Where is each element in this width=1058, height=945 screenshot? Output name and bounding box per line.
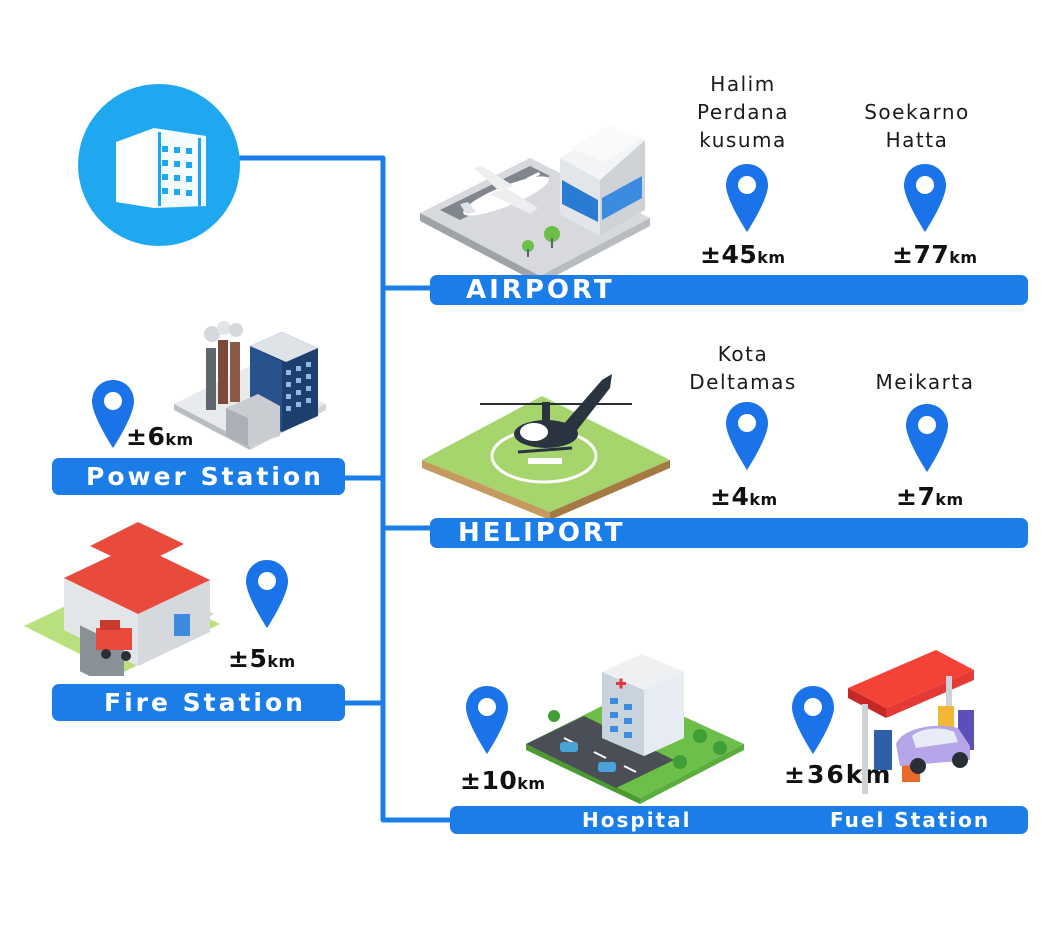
- hub-connector: [237, 155, 455, 823]
- heliport-illustration: [422, 374, 670, 520]
- map-pin-icon: [726, 402, 768, 470]
- power-station-bar: [52, 458, 345, 495]
- map-pin-icon: [726, 164, 768, 232]
- distance-meikarta: ±7km: [896, 482, 964, 511]
- map-pin-icon: [906, 404, 948, 472]
- distance-power-station: ±6km: [126, 422, 194, 451]
- airport-illustration: [420, 126, 650, 278]
- fire-station-bar: [52, 684, 345, 721]
- destination-name-deltamas: Kota Deltamas: [689, 342, 797, 394]
- hospital-label: Hospital: [582, 808, 692, 832]
- heliport-bar: [430, 518, 1028, 548]
- power-station-illustration: [174, 321, 326, 450]
- map-pin-icon: [92, 380, 134, 448]
- map-pin-icon: [792, 686, 834, 754]
- distance-halim: ±45km: [700, 240, 786, 269]
- distance-fuel-station: ±36km: [784, 760, 893, 789]
- airport-bar: [430, 275, 1028, 305]
- fuel-station-illustration: [848, 650, 974, 794]
- destination-name-meikarta: Meikarta: [875, 370, 975, 394]
- fire-station-illustration: [24, 522, 220, 676]
- airport-label: AIRPORT: [466, 275, 615, 305]
- building-icon: [116, 128, 206, 208]
- map-pin-icon: [466, 686, 508, 754]
- fuel-station-label: Fuel Station: [830, 808, 991, 832]
- destination-name-halim: Halim Perdana kusuma: [697, 72, 789, 152]
- distance-fire-station: ±5km: [228, 644, 296, 673]
- destination-name-soekarno: Soekarno Hatta: [864, 100, 970, 152]
- hospital-illustration: [526, 654, 744, 804]
- fire-station-label: Fire Station: [104, 688, 306, 717]
- facilities-bar: [450, 806, 1028, 834]
- hub-node: [78, 84, 240, 246]
- distance-hospital: ±10km: [460, 766, 546, 795]
- distance-soekarno: ±77km: [892, 240, 978, 269]
- distance-deltamas: ±4km: [710, 482, 778, 511]
- power-station-label: Power Station: [86, 462, 324, 491]
- map-pin-icon: [904, 164, 946, 232]
- heliport-label: HELIPORT: [458, 518, 626, 548]
- map-pin-icon: [246, 560, 288, 628]
